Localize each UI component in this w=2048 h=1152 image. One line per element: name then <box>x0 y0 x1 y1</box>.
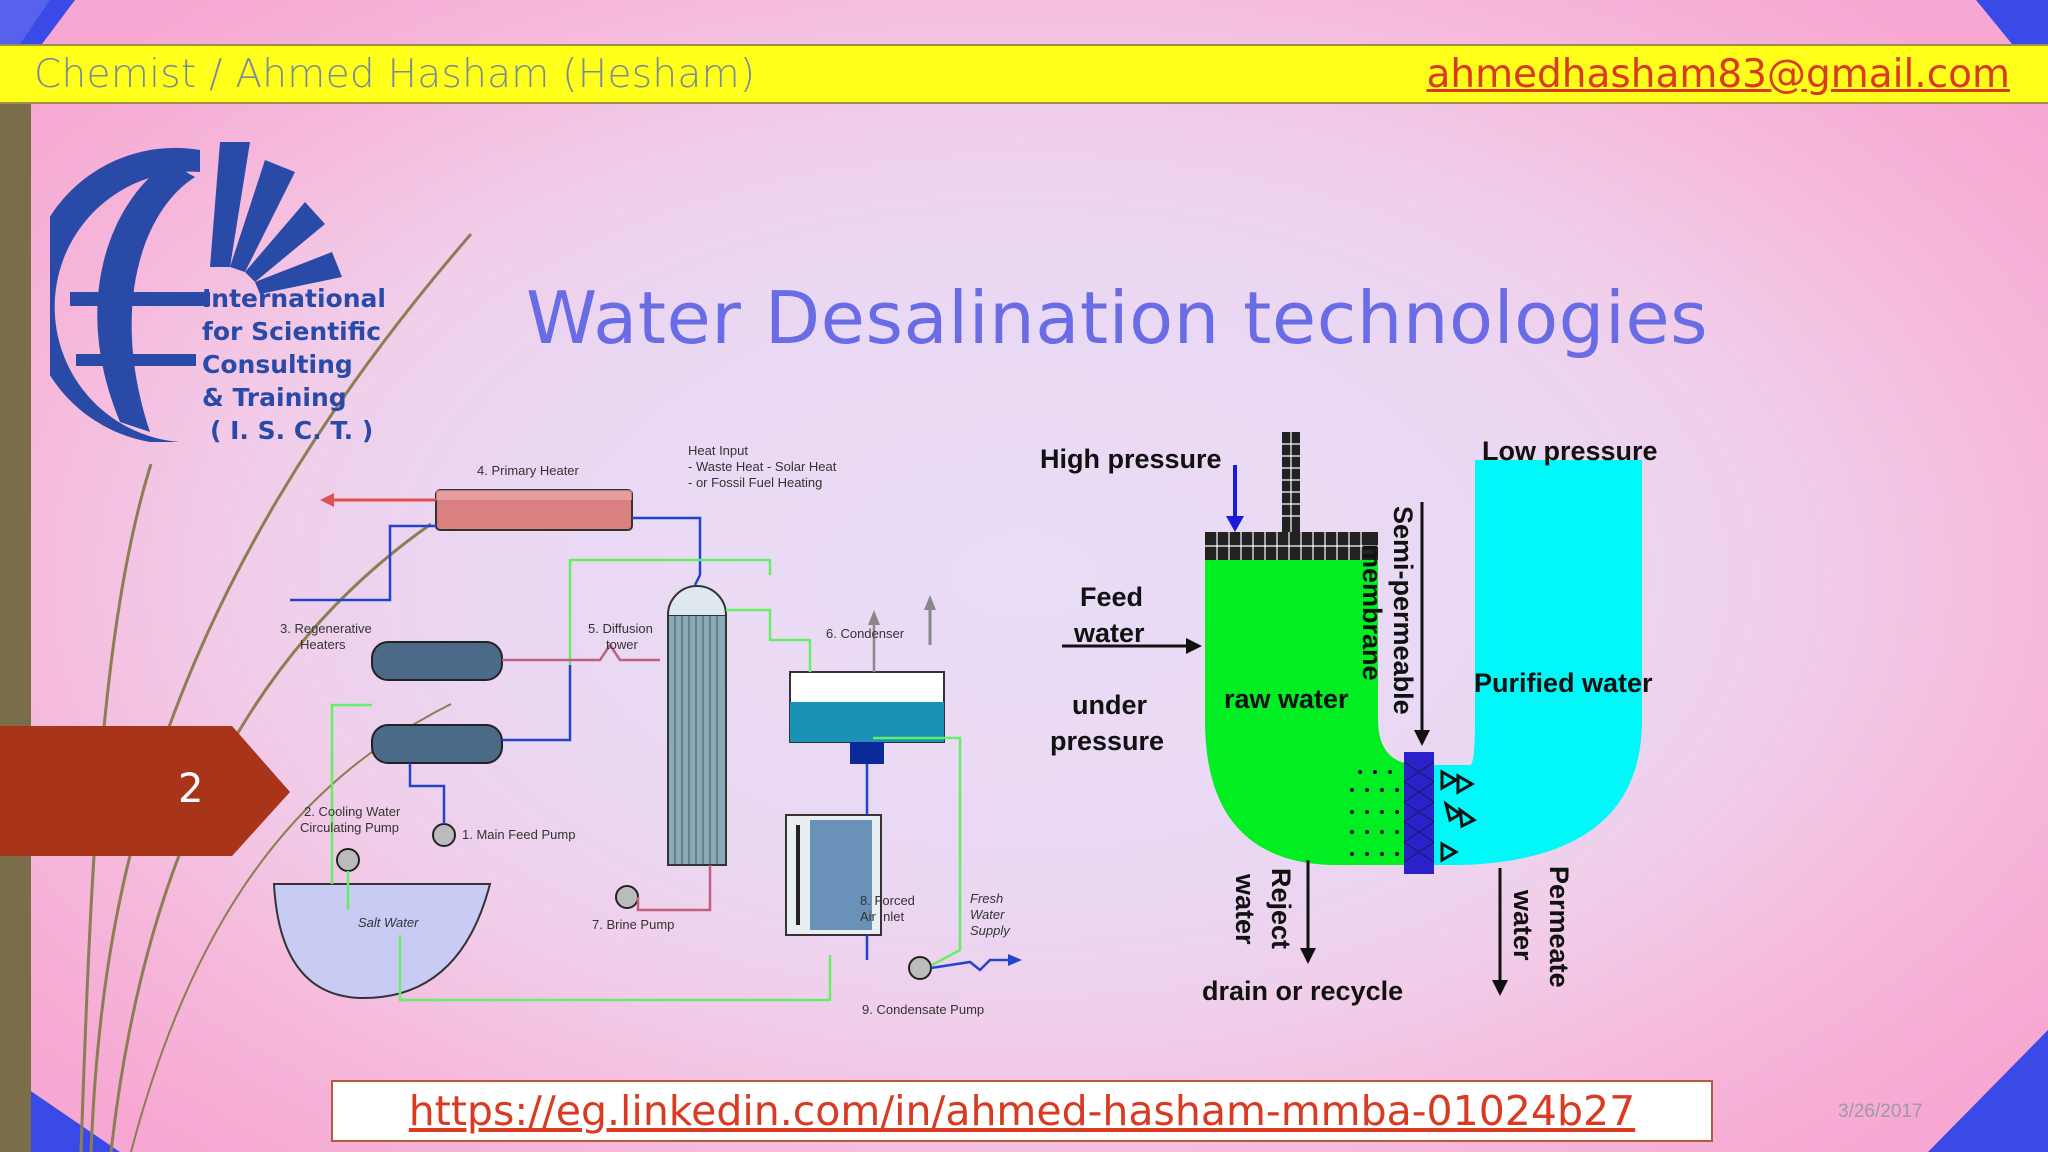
email-link[interactable]: ahmedhasham83@gmail.com <box>1426 52 2010 97</box>
regenerative-heater-upper <box>371 641 503 681</box>
label-under-1: under <box>1072 690 1147 720</box>
regenerative-heater-lower <box>371 724 503 764</box>
label-feed-1: Feed <box>1080 582 1143 612</box>
label-membrane-1: Semi-permeable <box>1388 506 1418 715</box>
isct-logo-icon <box>50 142 342 442</box>
semi-permeable-membrane <box>1404 752 1434 874</box>
label-purified-water: Purified water <box>1474 668 1653 698</box>
logo-line: ( I. S. C. T. ) <box>210 416 374 445</box>
label-reject-2: water <box>1230 873 1260 945</box>
label-raw-water: raw water <box>1224 684 1349 714</box>
reverse-osmosis-diagram: High pressure Low pressure Feed water un… <box>1040 432 1658 1006</box>
label-membrane-2: membrane <box>1357 544 1387 681</box>
logo-line: for Scientific <box>202 317 382 346</box>
label-regen-2: Heaters <box>300 637 346 652</box>
linkedin-box: https://eg.linkedin.com/in/ahmed-hasham-… <box>331 1080 1713 1142</box>
label-condenser: 6. Condenser <box>826 626 905 641</box>
thermal-desalination-schematic: 4. Primary Heater Heat Input - Waste Hea… <box>272 443 1022 1017</box>
label-permeate-1: Permeate <box>1544 866 1574 988</box>
salt-water-basin <box>272 883 492 1000</box>
slide-title: Water Desalination technologies <box>526 276 1709 360</box>
condensate-pump <box>908 956 932 980</box>
label-diffusion-2: tower <box>606 637 638 652</box>
label-heat-input-1: Heat Input <box>688 443 748 458</box>
corner-decoration-top-left <box>0 0 75 44</box>
label-heat-input-2: - Waste Heat - Solar Heat <box>688 459 837 474</box>
brine-pump <box>615 885 639 909</box>
label-main-feed: 1. Main Feed Pump <box>462 827 575 842</box>
label-high-pressure: High pressure <box>1040 444 1222 474</box>
label-salt-water: Salt Water <box>358 915 419 930</box>
label-drain: drain or recycle <box>1202 976 1403 1006</box>
logo-line: & Training <box>202 383 347 412</box>
logo-text: International for Scientific Consulting … <box>202 282 386 447</box>
purified-water-region <box>1410 460 1642 865</box>
main-feed-pump <box>432 823 456 847</box>
linkedin-link[interactable]: https://eg.linkedin.com/in/ahmed-hasham-… <box>408 1087 1636 1135</box>
label-reject-1: Reject <box>1266 868 1296 949</box>
label-cooling-2: Circulating Pump <box>300 820 399 835</box>
label-fresh-1: Fresh <box>970 891 1003 906</box>
label-primary-heater: 4. Primary Heater <box>477 463 580 478</box>
logo-line: Consulting <box>202 350 353 379</box>
corner-decoration-bottom-right <box>1928 1030 2048 1152</box>
label-low-pressure: Low pressure <box>1482 436 1658 466</box>
logo-line: International <box>202 284 386 313</box>
label-brine-pump: 7. Brine Pump <box>592 917 674 932</box>
label-regen-1: 3. Regenerative <box>280 621 372 636</box>
header-bar: Chemist / Ahmed Hasham (Hesham) ahmedhas… <box>0 44 2048 104</box>
page-number: 2 <box>178 766 204 812</box>
label-diffusion-1: 5. Diffusion <box>588 621 653 636</box>
label-condensate-pump: 9. Condensate Pump <box>862 1002 984 1017</box>
corner-decoration-top-right <box>1976 0 2048 44</box>
page-number-tag <box>0 726 290 856</box>
diffusion-tower <box>667 614 727 866</box>
cooling-water-pump <box>336 848 360 872</box>
label-forced-1: 8. Forced <box>860 893 915 908</box>
label-forced-2: Air Inlet <box>860 909 904 924</box>
slide-date: 3/26/2017 <box>1838 1101 1923 1122</box>
label-fresh-2: Water <box>970 907 1005 922</box>
author-name: Chemist / Ahmed Hasham (Hesham) <box>34 52 756 97</box>
label-under-2: pressure <box>1050 726 1164 756</box>
label-permeate-2: water <box>1508 889 1538 961</box>
label-heat-input-3: - or Fossil Fuel Heating <box>688 475 822 490</box>
label-cooling-1: 2. Cooling Water <box>304 804 401 819</box>
label-fresh-3: Supply <box>970 923 1011 938</box>
left-side-bar <box>0 104 31 1152</box>
label-feed-2: water <box>1073 618 1145 648</box>
